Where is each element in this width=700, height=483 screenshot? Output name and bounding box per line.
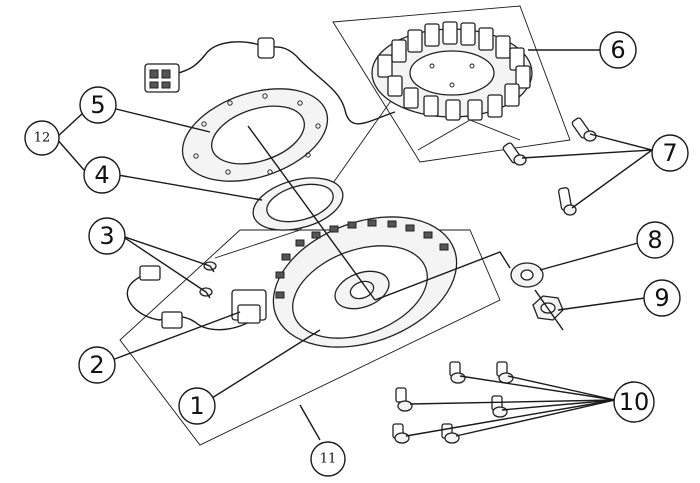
callout-6-label: 6 xyxy=(610,36,625,64)
callout-5-label: 5 xyxy=(90,91,105,119)
leader-lines xyxy=(55,49,653,441)
callout-4: 4 xyxy=(83,156,121,194)
seal-ring xyxy=(252,177,344,231)
callout-5: 5 xyxy=(79,86,117,124)
callout-9: 9 xyxy=(643,279,681,317)
callout-2: 2 xyxy=(78,346,116,384)
callout-10: 10 xyxy=(613,381,655,423)
flywheel-teeth xyxy=(275,219,449,299)
pickup-sensor xyxy=(126,265,267,331)
callout-7: 7 xyxy=(651,134,689,172)
callout-3-label: 3 xyxy=(99,222,114,250)
wire-connector xyxy=(144,63,180,93)
callout-10-label: 10 xyxy=(619,388,650,416)
callout-1-label: 1 xyxy=(189,392,204,420)
callout-6: 6 xyxy=(599,31,637,69)
stator-coil xyxy=(371,21,533,121)
group-outline-stator xyxy=(332,5,571,163)
flywheel-rotor xyxy=(272,216,458,348)
callout-3: 3 xyxy=(88,217,126,255)
group-outline-11 xyxy=(119,229,501,446)
small-screws xyxy=(199,261,217,299)
callout-12: 12 xyxy=(24,120,60,156)
callout-12-label: 12 xyxy=(34,131,51,146)
assembly-axis-line xyxy=(247,125,564,331)
callout-7-label: 7 xyxy=(662,139,677,167)
callout-9-label: 9 xyxy=(654,284,669,312)
callout-11-label: 11 xyxy=(320,452,337,467)
callout-8: 8 xyxy=(636,221,674,259)
callout-11: 11 xyxy=(310,441,346,477)
callout-1: 1 xyxy=(178,387,216,425)
washer xyxy=(510,262,544,288)
callout-4-label: 4 xyxy=(94,161,109,189)
callout-2-label: 2 xyxy=(89,351,104,379)
stator-wire-harness xyxy=(144,37,396,125)
callout-8-label: 8 xyxy=(647,226,662,254)
